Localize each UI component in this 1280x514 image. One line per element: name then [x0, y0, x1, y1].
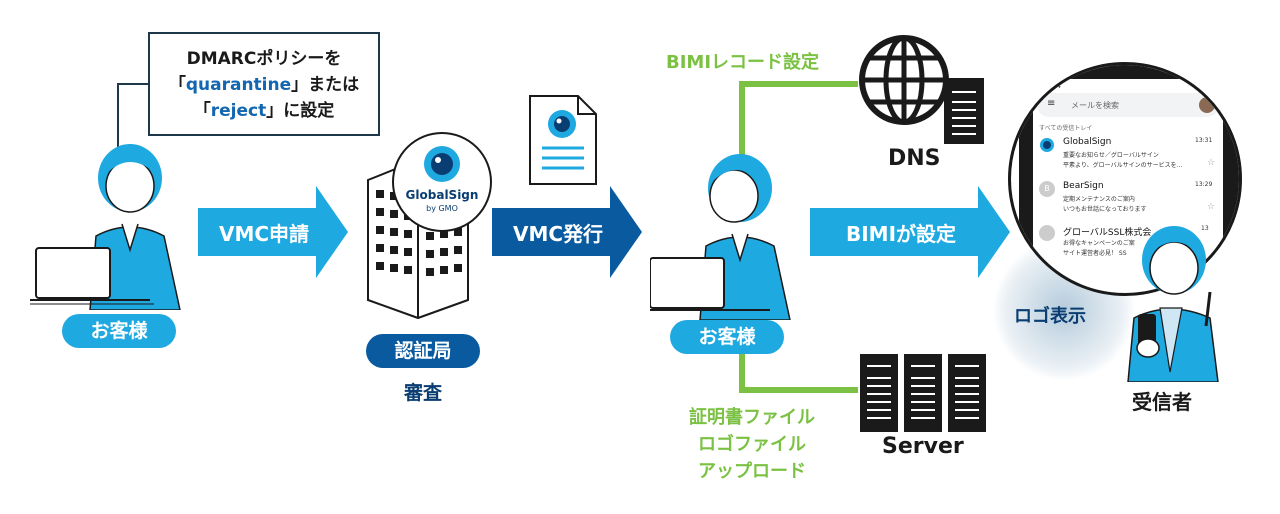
ca-review-label: 審査: [403, 382, 442, 404]
customer-right-badge: お客様: [670, 320, 784, 354]
email-sender: BearSign: [1063, 181, 1104, 191]
status-time: 3:34: [1043, 81, 1061, 90]
star-icon[interactable]: ☆: [1207, 202, 1216, 212]
email-sender: グローバルSSL株式会: [1063, 228, 1152, 238]
upload-line-2: ロゴファイル: [698, 434, 806, 455]
certificate-document-icon: [529, 95, 597, 185]
sender-avatar: B: [1039, 181, 1055, 197]
customer-left-illustration: [30, 144, 181, 310]
globalsign-logo-sub: by GMO: [426, 204, 458, 213]
callout-line-3: 「reject」に設定: [193, 101, 335, 121]
globalsign-logo: GlobalSign by GMO: [392, 132, 492, 232]
email-preview: いつもお世話になっております: [1063, 206, 1147, 213]
sender-avatar: [1039, 225, 1055, 241]
email-preview: サイト運営者必見！ SS: [1063, 250, 1127, 257]
email-time: 13:29: [1195, 181, 1213, 188]
arrow-vmc-issue-label: VMC発行: [512, 222, 604, 246]
upload-line-1: 証明書ファイル: [689, 407, 815, 428]
globalsign-sender-icon: [1040, 138, 1054, 152]
arrow-vmc-request-label: VMC申請: [218, 222, 310, 246]
callout-line-1: DMARCポリシーを: [186, 49, 342, 69]
dns-server-icon: [944, 78, 984, 144]
email-preview: 平素より、グローバルサインのサービスを…: [1063, 162, 1183, 169]
recipient-illustration: [1127, 226, 1219, 382]
arrow-bimi-set: BIMIが設定: [810, 186, 1010, 278]
email-time: 13: [1201, 225, 1209, 232]
phone-search-bar[interactable]: ≡ メールを検索: [1037, 93, 1219, 117]
customer-left-badge: お客様: [62, 314, 176, 348]
menu-icon[interactable]: ≡: [1047, 98, 1056, 109]
search-placeholder: メールを検索: [1071, 101, 1119, 110]
email-row[interactable]: B BearSign 13:29 定期メンテナンスのご案内 いつもお世話になって…: [1033, 177, 1223, 221]
upload-label: 証明書ファイル ロゴファイル アップロード: [662, 404, 842, 485]
ca-badge: 認証局: [366, 334, 480, 368]
phone-frame: 3:34 ≡ メールを検索 すべての受信トレイ GlobalSign 13:31…: [1019, 65, 1239, 293]
eye-icon: [424, 146, 460, 182]
callout-line-2: 「quarantine」または: [168, 75, 360, 95]
logo-display-label: ロゴ表示: [1014, 306, 1086, 327]
recipient-label: 受信者: [1132, 390, 1192, 414]
globalsign-logo-text: GlobalSign: [405, 188, 479, 202]
phone-zoom-circle: 3:34 ≡ メールを検索 すべての受信トレイ GlobalSign 13:31…: [1008, 62, 1242, 296]
email-sender: GlobalSign: [1063, 137, 1112, 147]
inbox-label: すべての受信トレイ: [1039, 125, 1093, 132]
star-icon[interactable]: ☆: [1207, 158, 1216, 168]
email-row[interactable]: GlobalSign 13:31 重要なお知らせ／グローバルサイン 平素より、グ…: [1033, 133, 1223, 177]
email-subject: お得なキャンペーンのご案: [1063, 240, 1135, 247]
account-avatar[interactable]: [1199, 97, 1215, 113]
customer-right-illustration: [650, 154, 791, 320]
server-label: Server: [882, 434, 964, 459]
server-rack-icon: [860, 354, 986, 432]
reject-value: reject: [210, 101, 267, 121]
bimi-record-label: BIMIレコード設定: [666, 52, 820, 73]
arrow-bimi-set-label: BIMIが設定: [845, 222, 957, 246]
quarantine-value: quarantine: [185, 75, 292, 95]
globe-icon: [859, 35, 949, 125]
upload-line-3: アップロード: [698, 461, 806, 482]
dns-label: DNS: [888, 146, 941, 171]
arrow-vmc-request: VMC申請: [198, 186, 348, 278]
arrow-vmc-issue: VMC発行: [492, 186, 642, 278]
email-time: 13:31: [1195, 137, 1213, 144]
email-subject: 重要なお知らせ／グローバルサイン: [1063, 152, 1159, 159]
email-row[interactable]: グローバルSSL株式会 13 お得なキャンペーンのご案 サイト運営者必見！ SS: [1033, 221, 1223, 265]
email-subject: 定期メンテナンスのご案内: [1063, 196, 1135, 203]
dmarc-callout: DMARCポリシーを 「quarantine」または 「reject」に設定: [148, 32, 380, 136]
